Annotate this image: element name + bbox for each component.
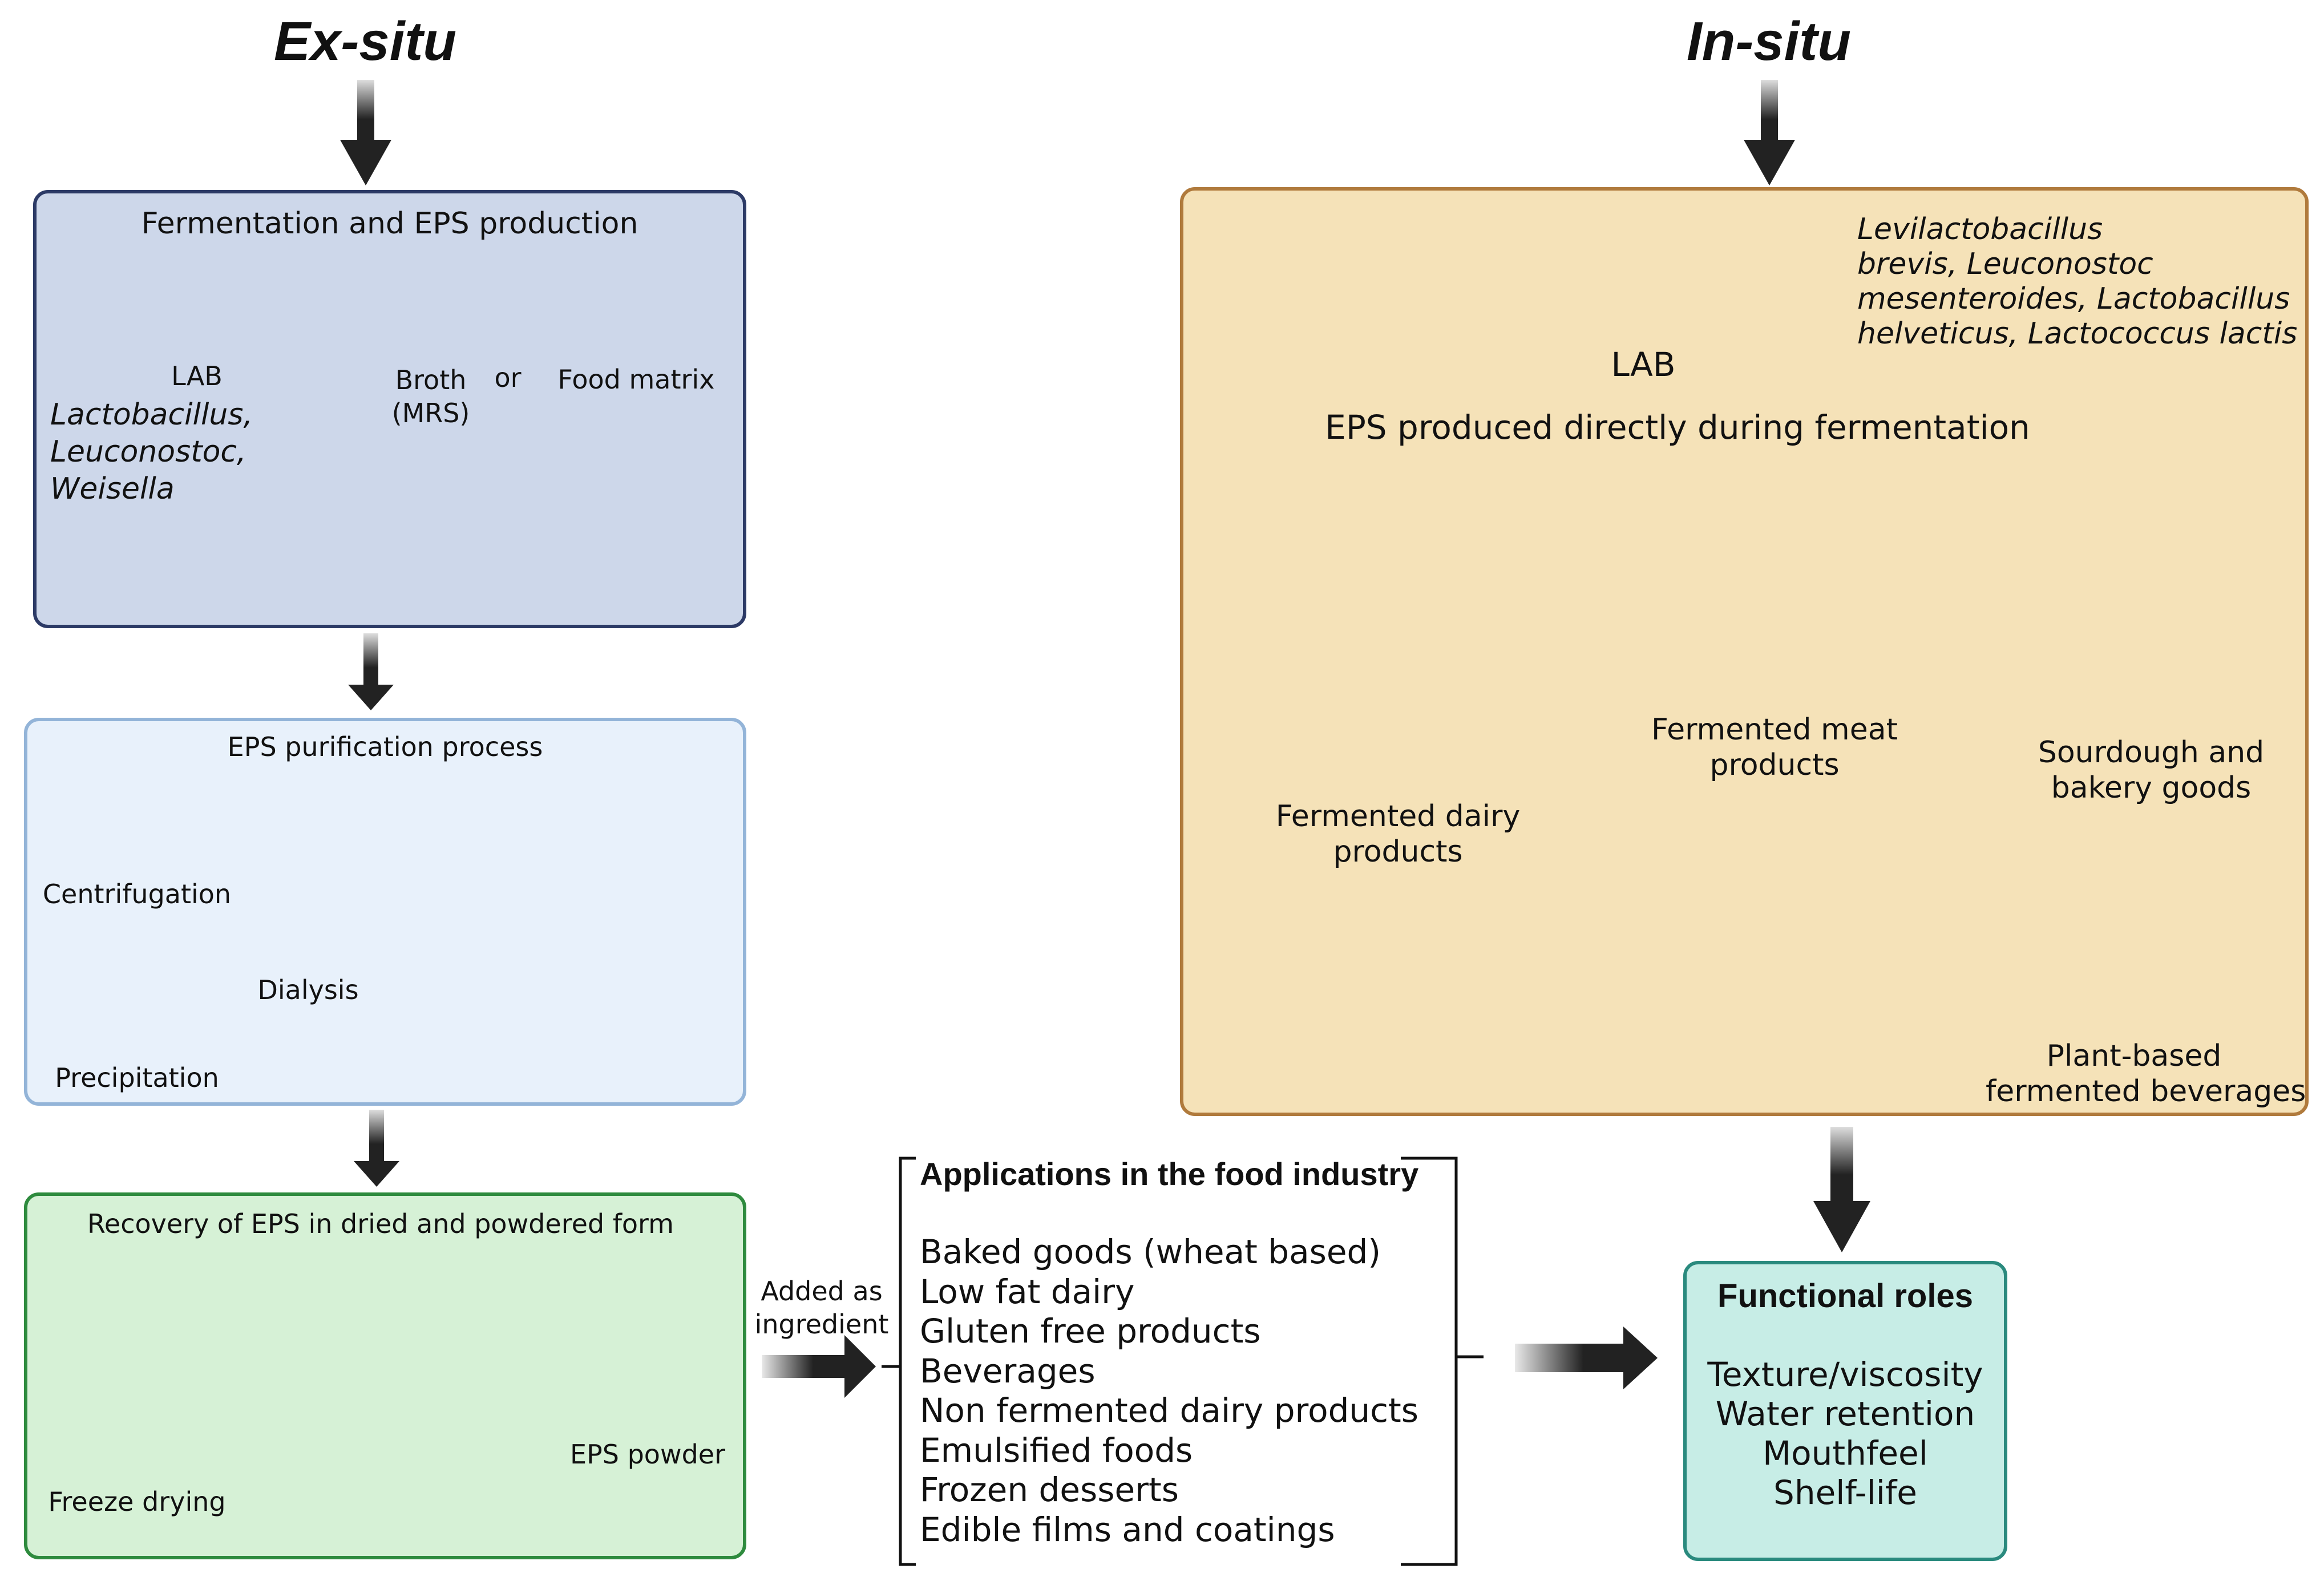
arrow-down-to-functional bbox=[1813, 1127, 1870, 1252]
sourdough-line-1: Sourdough and bbox=[2038, 735, 2265, 770]
dairy-line-1: Fermented dairy bbox=[1275, 799, 1521, 834]
genera-list: Lactobacillus, Leuconostoc, Weisella bbox=[50, 397, 253, 508]
dairy-line-2: products bbox=[1333, 835, 1463, 870]
purification-box bbox=[24, 718, 746, 1106]
functional-roles-list: Texture/viscosity Water retention Mouthf… bbox=[1683, 1355, 2007, 1513]
application-item: Edible films and coatings bbox=[920, 1510, 1335, 1549]
eps-powder-label: EPS powder bbox=[569, 1439, 725, 1470]
functional-role-item: Water retention bbox=[1715, 1394, 1975, 1433]
added-line-2: ingredient bbox=[754, 1308, 889, 1340]
meat-line-1: Fermented meat bbox=[1651, 713, 1898, 747]
application-item: Gluten free products bbox=[920, 1312, 1261, 1351]
freeze-drying-label: Freeze drying bbox=[48, 1486, 226, 1517]
recovery-title: Recovery of EPS in dried and powdered fo… bbox=[87, 1208, 674, 1239]
application-item: Baked goods (wheat based) bbox=[920, 1232, 1381, 1271]
in-situ-box bbox=[1180, 187, 2309, 1116]
genus-leuconostoc: Leuconostoc, bbox=[50, 435, 246, 469]
added-as-ingredient-label: Added as ingredient bbox=[750, 1275, 893, 1341]
recovery-box bbox=[24, 1192, 746, 1559]
meat-line-2: products bbox=[1709, 748, 1840, 783]
species-line: mesenteroides, Lactobacillus bbox=[1857, 282, 2290, 316]
functional-role-item: Mouthfeel bbox=[1763, 1434, 1928, 1473]
arrow-right-to-functional bbox=[1515, 1327, 1658, 1389]
species-line: helveticus, Lactococcus lactis bbox=[1857, 317, 2298, 351]
applications-list: Baked goods (wheat based) Low fat dairy … bbox=[920, 1232, 1418, 1550]
applications-bracket bbox=[882, 1157, 1484, 1566]
broth-label: Broth (MRS) bbox=[379, 364, 482, 430]
functional-role-item: Shelf-life bbox=[1773, 1473, 1917, 1512]
broth-line-2: (MRS) bbox=[391, 397, 470, 428]
food-matrix-label: Food matrix bbox=[557, 364, 715, 395]
functional-roles-box bbox=[1683, 1261, 2007, 1561]
genus-lactobacillus: Lactobacillus, bbox=[50, 398, 253, 432]
dialysis-label: Dialysis bbox=[257, 975, 359, 1005]
sourdough-label: Sourdough and bakery goods bbox=[2014, 735, 2288, 806]
sourdough-line-2: bakery goods bbox=[2051, 771, 2252, 806]
application-item: Low fat dairy bbox=[920, 1272, 1135, 1311]
species-list: Levilactobacillus brevis, Leuconostoc me… bbox=[1857, 212, 2297, 351]
arrow-down-ex-situ bbox=[340, 80, 391, 185]
fermentation-title: Fermentation and EPS production bbox=[141, 207, 638, 241]
application-item: Emulsified foods bbox=[920, 1430, 1193, 1470]
application-item: Frozen desserts bbox=[920, 1470, 1179, 1509]
broth-line-1: Broth bbox=[395, 365, 467, 395]
arrow-down-in-situ bbox=[1744, 80, 1795, 185]
precipitation-label: Precipitation bbox=[55, 1062, 219, 1093]
in-situ-heading: In-situ bbox=[1687, 11, 1851, 72]
centrifugation-label: Centrifugation bbox=[42, 879, 232, 909]
functional-role-item: Texture/viscosity bbox=[1707, 1355, 1983, 1394]
ex-situ-heading: Ex-situ bbox=[273, 11, 457, 72]
application-item: Non fermented dairy products bbox=[920, 1391, 1418, 1430]
genus-weisella: Weisella bbox=[50, 472, 175, 506]
application-item: Beverages bbox=[920, 1351, 1096, 1390]
or-label: or bbox=[494, 362, 522, 393]
meat-label: Fermented meat products bbox=[1638, 712, 1911, 783]
functional-roles-title: Functional roles bbox=[1717, 1277, 1973, 1315]
fermentation-box bbox=[33, 190, 746, 628]
added-line-1: Added as bbox=[761, 1276, 883, 1307]
plant-line-2: fermented beverages bbox=[1986, 1074, 2306, 1109]
species-line: brevis, Leuconostoc bbox=[1857, 247, 2153, 281]
purification-title: EPS purification process bbox=[227, 731, 543, 762]
species-line: Levilactobacillus bbox=[1857, 212, 2103, 246]
lab-label: LAB bbox=[171, 361, 223, 391]
arrow-right-to-applications bbox=[762, 1335, 876, 1398]
dairy-label: Fermented dairy products bbox=[1255, 799, 1541, 870]
plant-label: Plant-based fermented beverages bbox=[1986, 1038, 2306, 1110]
eps-direct-label: EPS produced directly during fermentatio… bbox=[1325, 408, 2030, 447]
arrow-down-to-recovery bbox=[354, 1110, 399, 1187]
arrow-down-to-purification bbox=[348, 633, 394, 710]
applications-title: Applications in the food industry bbox=[920, 1156, 1419, 1192]
in-situ-lab-label: LAB bbox=[1611, 345, 1676, 384]
plant-line-1: Plant-based bbox=[2046, 1039, 2222, 1073]
